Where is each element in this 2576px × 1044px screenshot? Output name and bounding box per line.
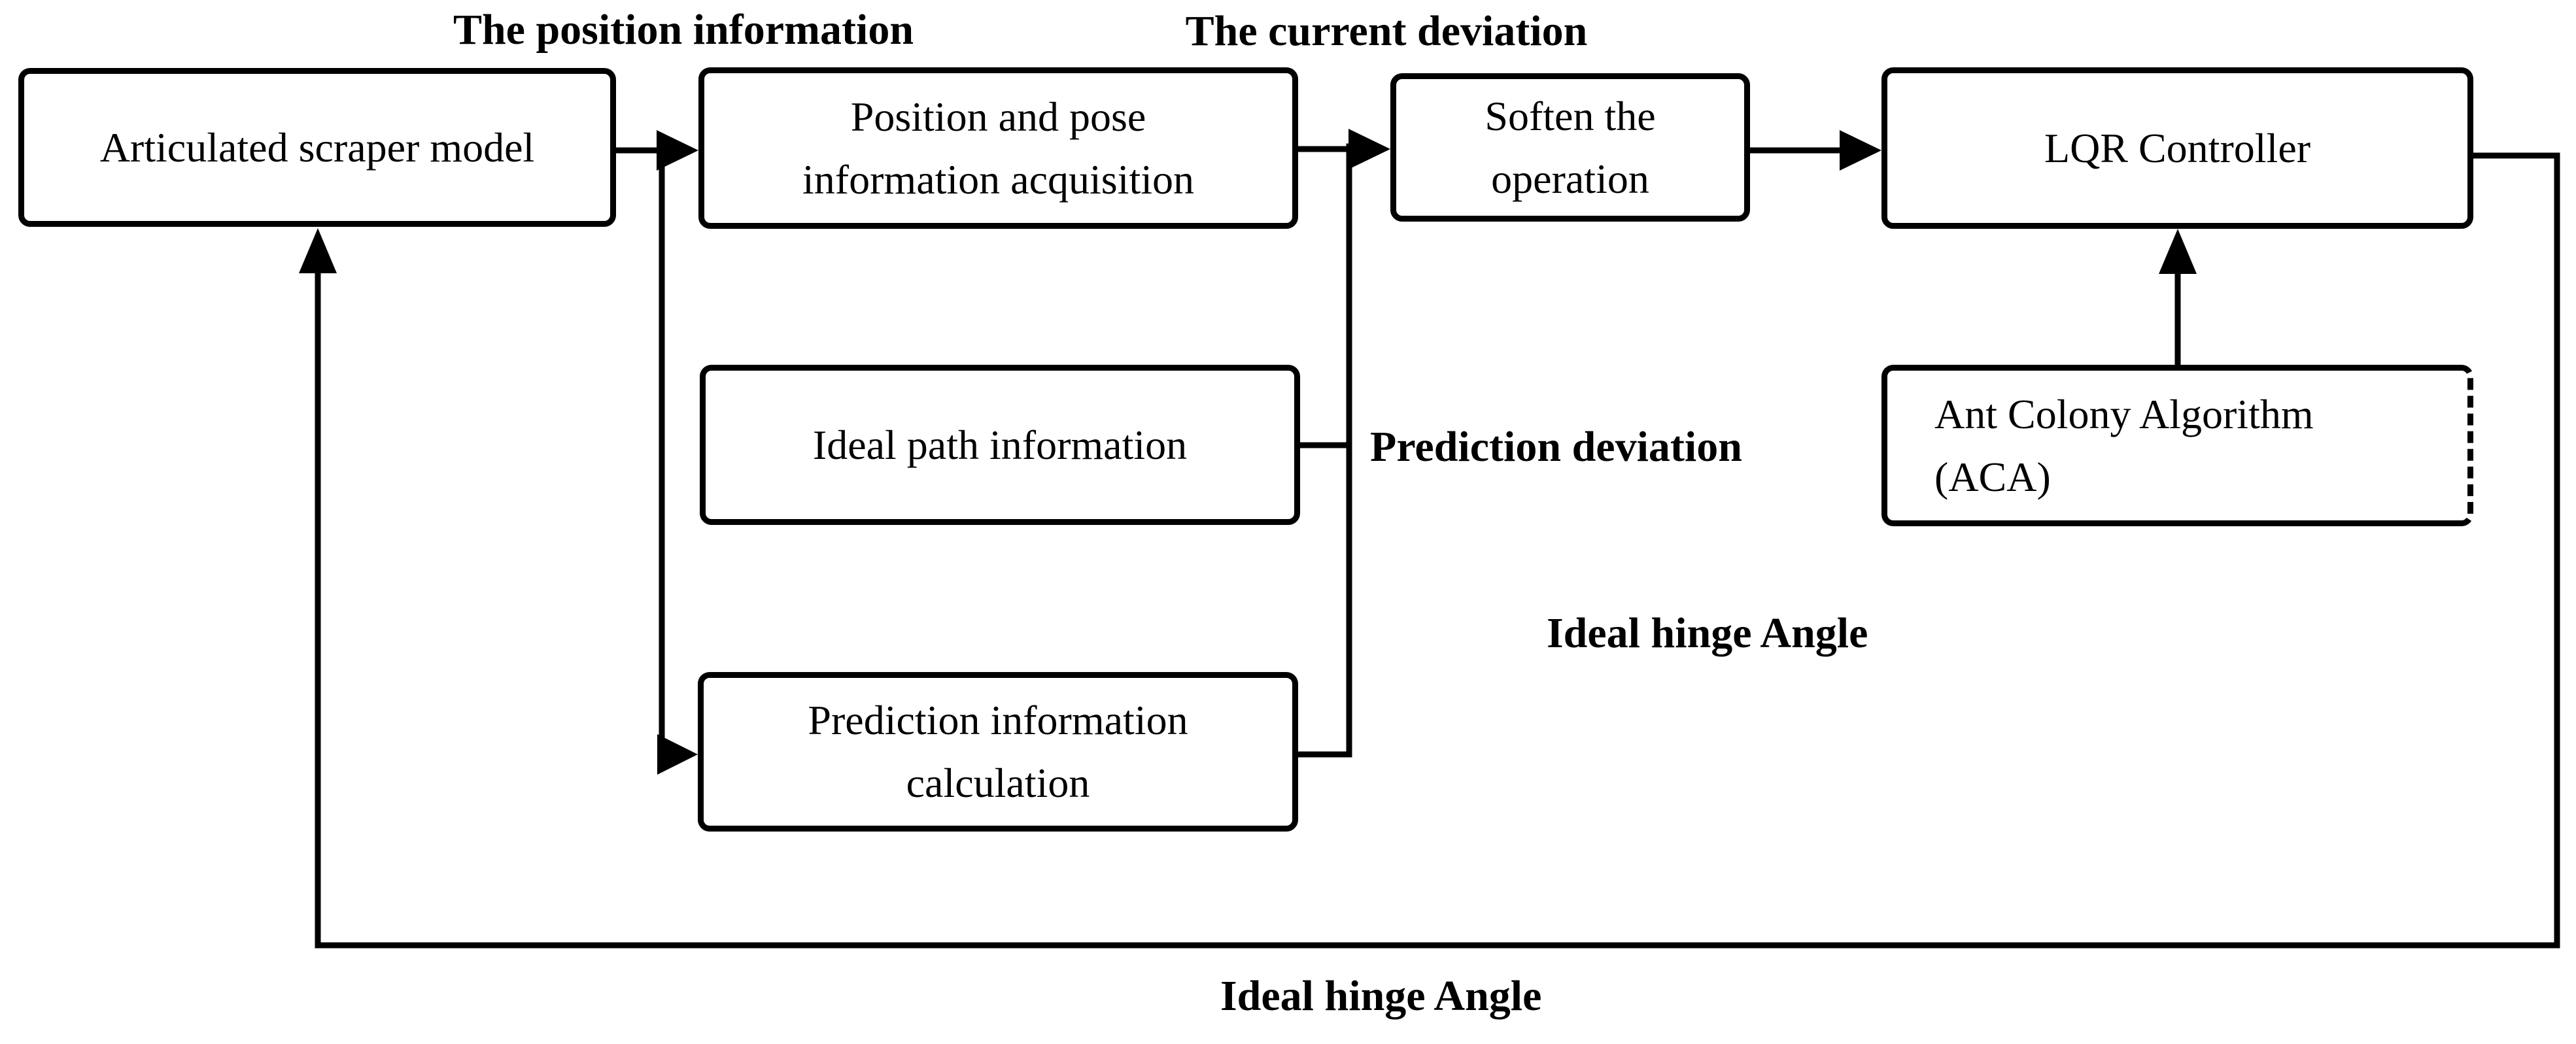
box-ideal-path-information: Ideal path information bbox=[700, 365, 1300, 525]
label-prediction-deviation: Prediction deviation bbox=[1370, 423, 1742, 471]
box-ant-colony-algorithm-label: Ant Colony Algorithm (ACA) bbox=[1934, 390, 2314, 500]
box-ideal-path-information-label: Ideal path information bbox=[812, 421, 1188, 468]
label-the-position-information: The position information bbox=[453, 6, 914, 54]
box-ant-colony-algorithm: Ant Colony Algorithm (ACA) bbox=[1881, 365, 2473, 526]
arrowhead-into-position-acquisition bbox=[657, 130, 698, 171]
arrowhead-into-soften bbox=[1348, 129, 1390, 169]
arrowhead-into-prediction-calculation bbox=[657, 734, 698, 775]
box-lqr-controller-label: LQR Controller bbox=[2044, 124, 2311, 171]
box-prediction-information-calculation: Prediction information calculation bbox=[698, 672, 1298, 832]
box-position-pose-information-acquisition-label: Position and pose information acquisitio… bbox=[802, 93, 1194, 203]
box-position-pose-information-acquisition: Position and pose information acquisitio… bbox=[698, 67, 1298, 229]
label-ideal-hinge-angle-middle: Ideal hinge Angle bbox=[1547, 609, 1868, 657]
box-soften-the-operation: Soften the operation bbox=[1390, 73, 1750, 222]
label-ideal-hinge-angle-bottom: Ideal hinge Angle bbox=[1220, 972, 1542, 1020]
arrowhead-into-lqr bbox=[1840, 130, 1881, 171]
arrowhead-into-scraper-bottom bbox=[299, 228, 337, 273]
label-the-current-deviation: The current deviation bbox=[1185, 7, 1588, 55]
box-soften-the-operation-label: Soften the operation bbox=[1485, 92, 1656, 202]
arrowhead-into-lqr-bottom bbox=[2159, 229, 2197, 274]
box-articulated-scraper-model: Articulated scraper model bbox=[18, 68, 616, 227]
box-lqr-controller: LQR Controller bbox=[1881, 67, 2473, 229]
box-articulated-scraper-model-label: Articulated scraper model bbox=[99, 124, 535, 171]
line-branch-to-prediction-calculation bbox=[657, 144, 665, 758]
box-prediction-information-calculation-label: Prediction information calculation bbox=[808, 697, 1188, 806]
line-feedback-loop bbox=[315, 152, 2560, 949]
